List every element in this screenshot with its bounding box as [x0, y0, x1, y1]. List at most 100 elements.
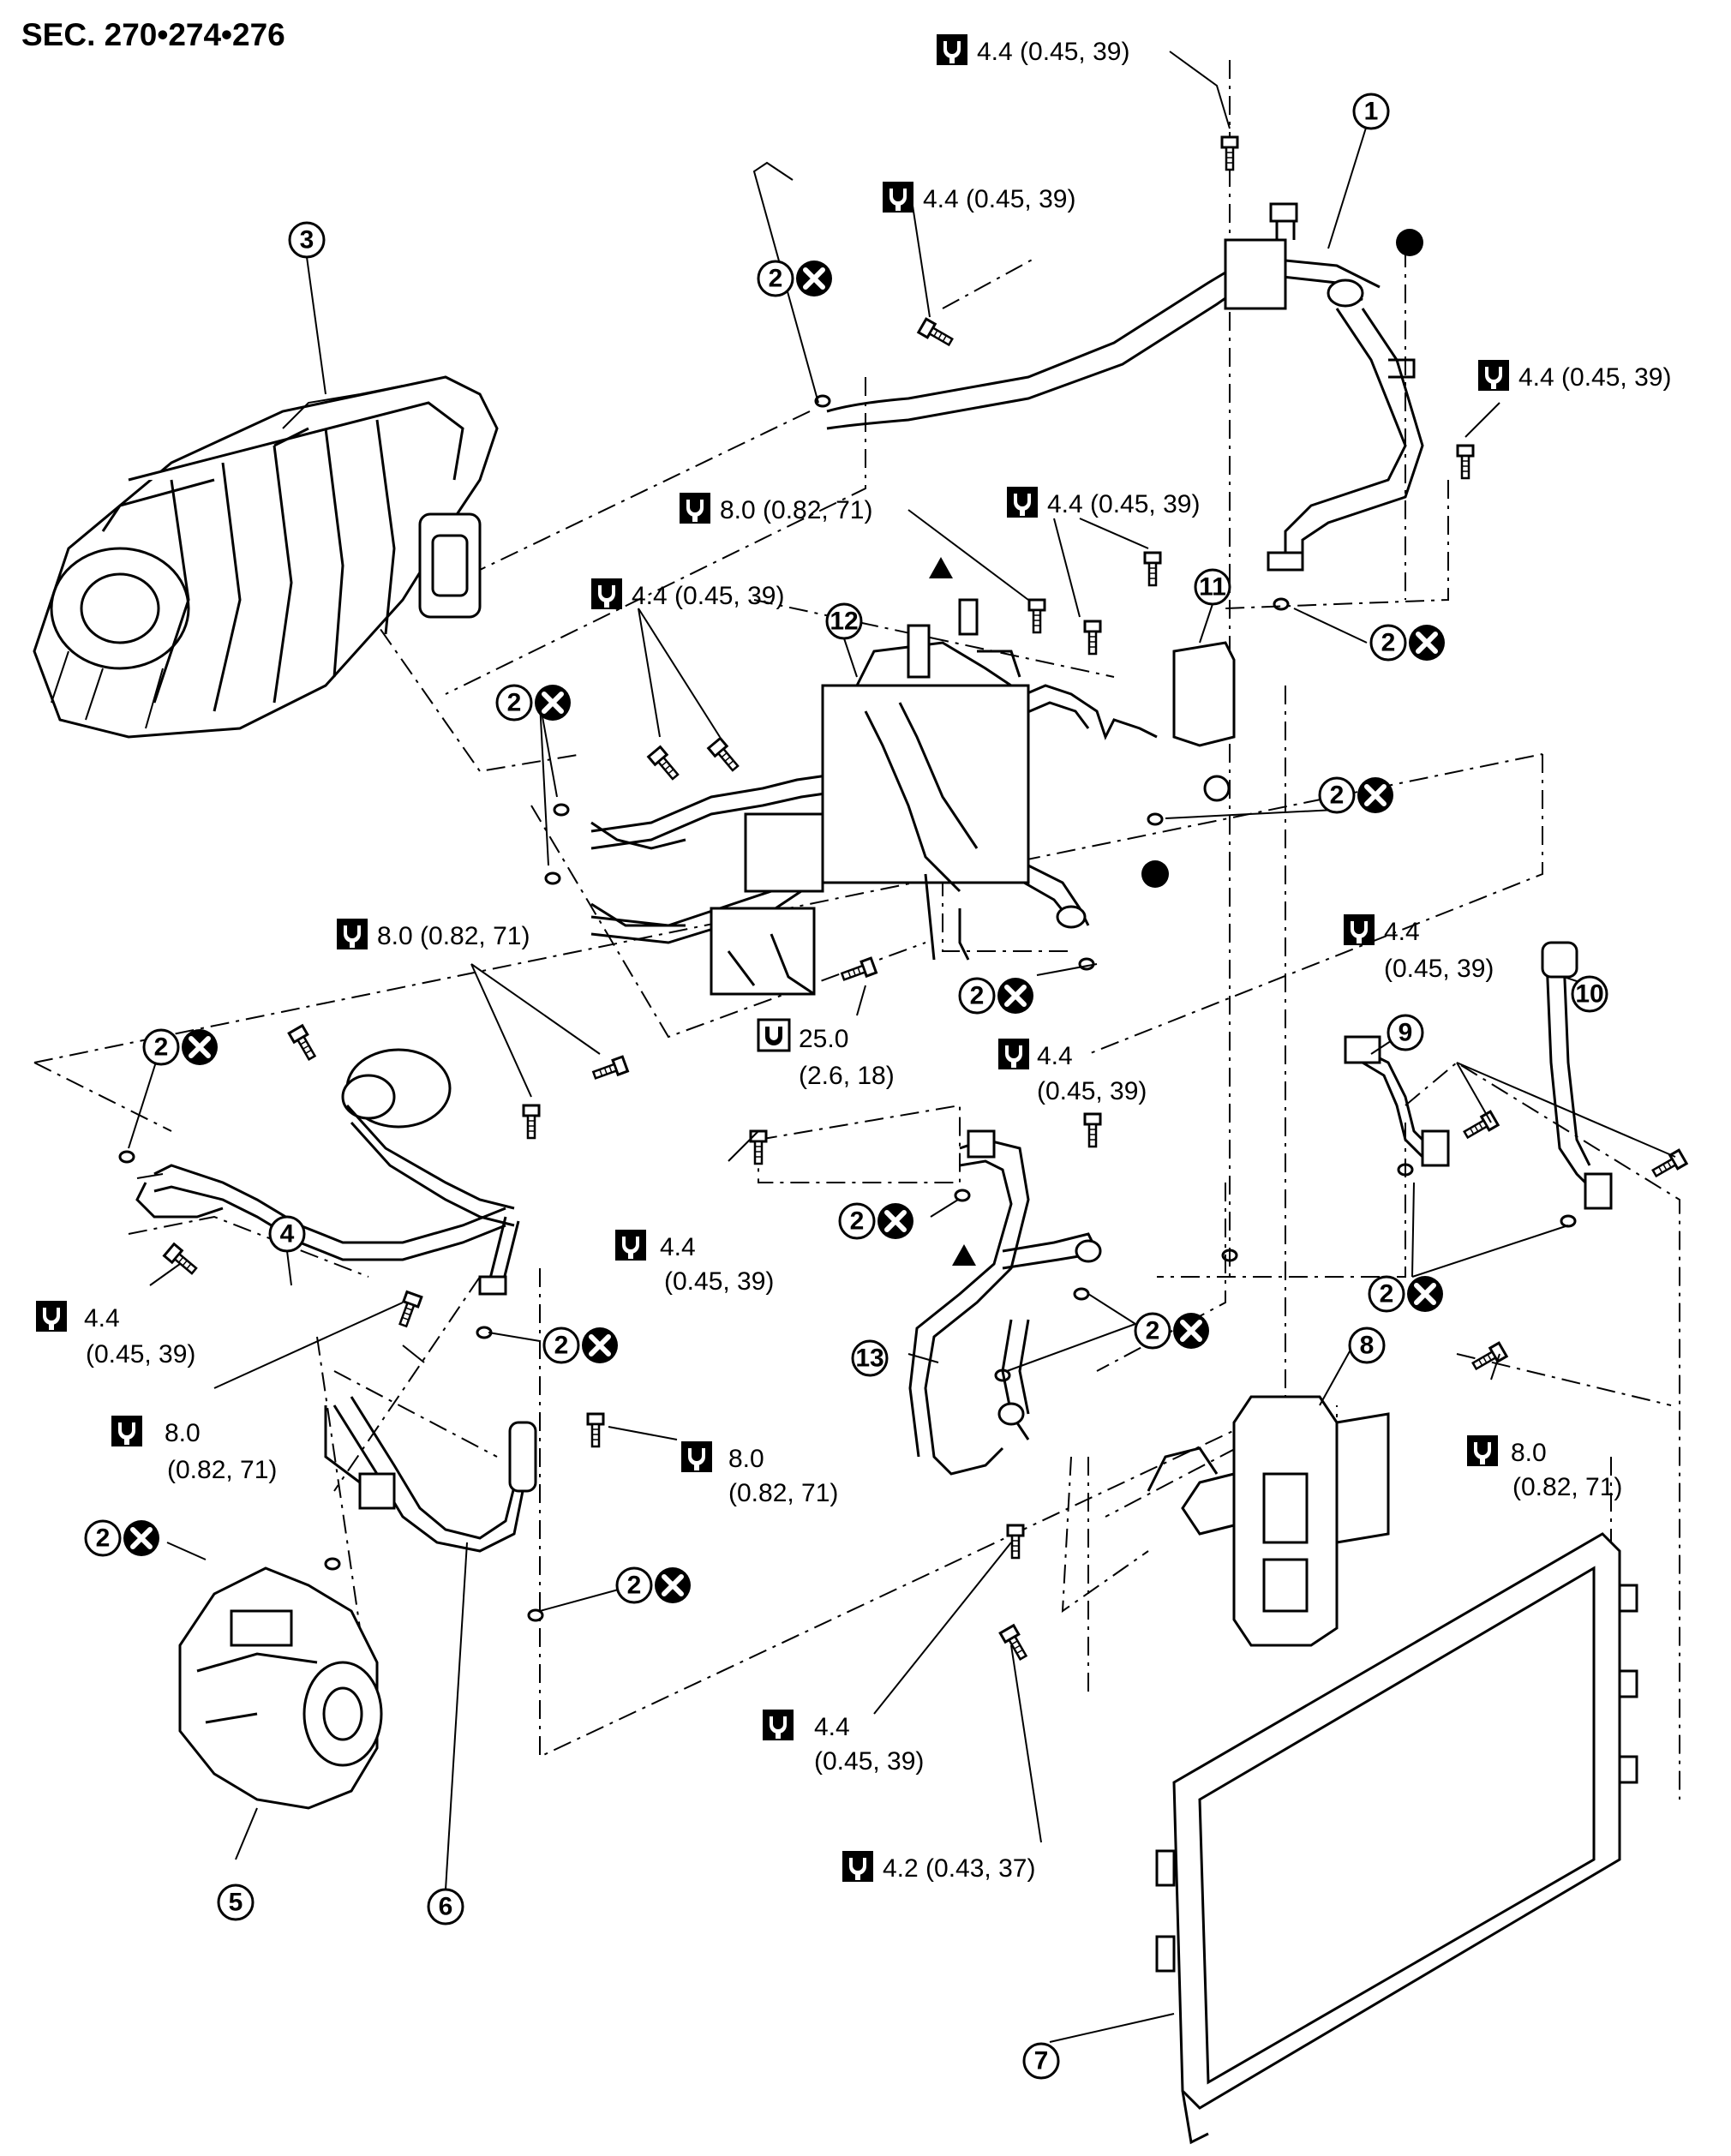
callout-2: 2	[1381, 629, 1396, 657]
callout-7: 7	[1034, 2047, 1049, 2075]
do-not-reuse-icon	[877, 1203, 913, 1239]
do-not-reuse-icon	[182, 1029, 218, 1065]
callout-8: 8	[1360, 1332, 1375, 1360]
callout-5: 5	[229, 1889, 243, 1917]
torque-detail: (0.82, 71)	[167, 1456, 277, 1484]
torque-label: 4.2 (0.43, 37)	[883, 1854, 1035, 1883]
callout-2: 2	[627, 1572, 642, 1600]
compressor-hose	[324, 1396, 537, 1553]
callout-11: 11	[1199, 573, 1226, 602]
bolts	[163, 135, 1688, 1663]
callout-4: 4	[280, 1220, 295, 1249]
condenser	[1155, 1532, 1638, 2145]
do-not-reuse-icon	[1173, 1313, 1209, 1349]
torque-detail: (0.45, 39)	[1384, 955, 1494, 983]
callout-3: 3	[300, 226, 314, 255]
do-not-reuse-icon	[796, 261, 832, 296]
torque-value: 4.4	[84, 1304, 120, 1333]
torque-value: 4.4	[660, 1233, 696, 1261]
callout-13: 13	[855, 1345, 883, 1373]
pipe-10	[1541, 941, 1613, 1210]
low-pressure-pipe	[826, 202, 1424, 572]
torque-label: 4.4 (0.45, 39)	[923, 185, 1075, 213]
callout-2: 2	[507, 689, 522, 717]
callout-2: 2	[554, 1332, 569, 1360]
callout-2: 2	[850, 1207, 865, 1236]
torque-detail: (0.82, 71)	[728, 1479, 838, 1507]
torque-wrench-icon	[615, 1230, 646, 1261]
torque-wrench-icon	[1344, 914, 1375, 945]
liquid-tank-8	[1147, 1395, 1390, 1647]
callout-6: 6	[439, 1893, 453, 1921]
triangle-icon	[929, 557, 953, 578]
torque-value: 8.0	[165, 1419, 201, 1447]
torque-value: 4.4	[1037, 1042, 1073, 1070]
section-reference: SEC. 270•274•276	[21, 17, 285, 52]
callout-12: 12	[830, 608, 858, 636]
torque-value: 25.0	[799, 1025, 848, 1053]
callout-10: 10	[1575, 980, 1603, 1009]
compressor	[178, 1566, 383, 1810]
callout-2: 2	[1146, 1317, 1160, 1345]
torque-detail: (0.82, 71)	[1512, 1473, 1622, 1501]
black-dot-icon	[1141, 860, 1169, 888]
callout-9: 9	[1399, 1019, 1413, 1047]
torque-value: 4.4	[814, 1713, 850, 1741]
angle-torque-icon	[757, 1018, 791, 1052]
torque-wrench-icon	[111, 1416, 142, 1446]
torque-label: 8.0 (0.82, 71)	[720, 496, 872, 524]
triangle-icon	[952, 1244, 976, 1266]
do-not-reuse-icon	[1357, 777, 1393, 813]
high-pressure-pipe-13	[908, 1129, 1102, 1476]
torque-wrench-icon	[937, 34, 967, 65]
torque-detail: (0.45, 39)	[664, 1267, 774, 1296]
torque-wrench-icon	[681, 1441, 712, 1472]
torque-value: 4.4	[1384, 918, 1420, 946]
callout-1: 1	[1364, 98, 1379, 126]
pipe-9	[1344, 1035, 1450, 1167]
black-dot-icon	[1396, 229, 1423, 256]
do-not-reuse-icon	[1409, 625, 1445, 661]
torque-wrench-icon	[337, 919, 368, 949]
callout-2: 2	[96, 1524, 111, 1553]
torque-wrench-icon	[763, 1710, 794, 1740]
torque-detail: (0.45, 39)	[1037, 1077, 1147, 1105]
liquid-tank-pipe	[135, 1048, 520, 1296]
torque-label: 8.0 (0.82, 71)	[377, 922, 530, 950]
torque-label: 4.4 (0.45, 39)	[977, 38, 1129, 66]
torque-wrench-icon	[36, 1301, 67, 1332]
torque-detail: (0.45, 39)	[814, 1747, 924, 1776]
torque-wrench-icon	[883, 182, 913, 213]
torque-label: 4.4 (0.45, 39)	[1518, 363, 1671, 392]
torque-wrench-icon	[1478, 360, 1509, 391]
callout-2: 2	[1380, 1280, 1394, 1309]
high-pressure-pipe-hvac	[590, 821, 686, 927]
torque-wrench-icon	[680, 493, 710, 524]
torque-label: 4.4 (0.45, 39)	[632, 582, 784, 610]
do-not-reuse-icon	[1407, 1276, 1443, 1312]
callout-2: 2	[970, 982, 985, 1010]
heater-cooling-unit	[33, 375, 499, 739]
do-not-reuse-icon	[997, 978, 1033, 1014]
torque-wrench-icon	[1007, 487, 1038, 518]
do-not-reuse-icon	[655, 1567, 691, 1603]
pipe-assembly-center	[590, 598, 1158, 996]
oring-callouts: 2 2 2 2 2 2 2 2 2 2 2 2	[84, 261, 1445, 1603]
torque-value: 8.0	[1511, 1439, 1547, 1467]
do-not-reuse-icon	[582, 1327, 618, 1363]
alignment-lines	[33, 60, 1680, 1800]
torque-value: 8.0	[728, 1445, 764, 1473]
bracket	[1172, 641, 1236, 802]
torque-wrench-icon	[1467, 1435, 1498, 1466]
torque-label: 4.4 (0.45, 39)	[1047, 490, 1200, 518]
do-not-reuse-icon	[123, 1520, 159, 1556]
torque-wrench-icon	[591, 578, 622, 609]
callout-2: 2	[154, 1033, 169, 1062]
torque-wrench-icon	[998, 1039, 1029, 1069]
torque-wrench-icon	[842, 1851, 873, 1882]
do-not-reuse-icon	[535, 685, 571, 721]
callout-2: 2	[1330, 782, 1345, 810]
torque-detail: (2.6, 18)	[799, 1062, 895, 1090]
